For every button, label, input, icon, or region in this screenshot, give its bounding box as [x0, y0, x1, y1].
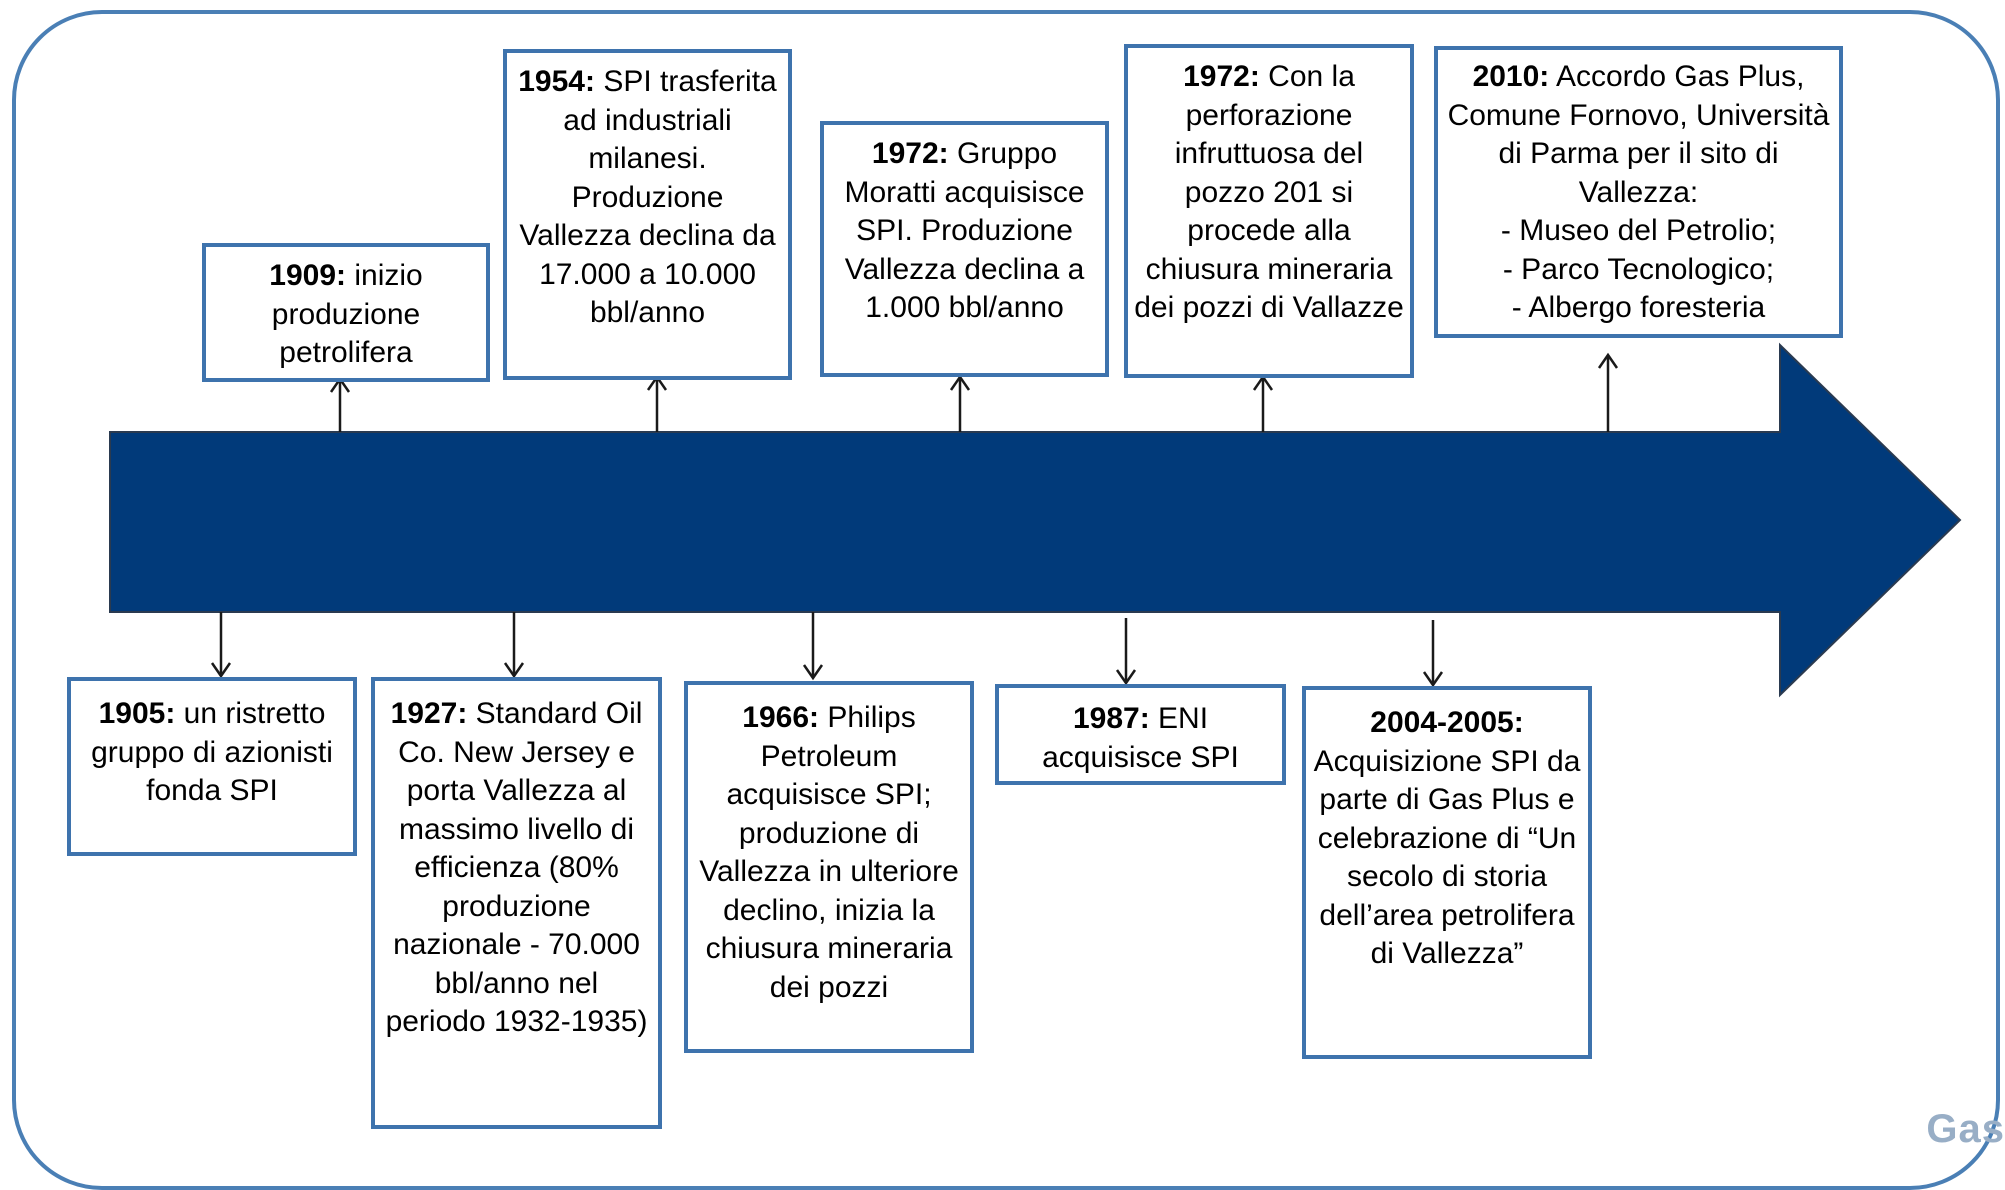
connector-1954 [646, 374, 668, 432]
event-text: Acquisizione SPI da parte di Gas Plus e … [1313, 744, 1581, 971]
event-text: Philips Petroleum acquisisce SPI; produz… [699, 701, 959, 1004]
event-box-1927: 1927: Standard Oil Co. New Jersey e port… [371, 677, 662, 1129]
connector-2010 [1597, 352, 1619, 432]
event-box-1905: 1905: un ristretto gruppo di azionisti f… [67, 677, 357, 856]
connector-1905 [210, 612, 232, 679]
event-year: 2010: [1472, 60, 1550, 93]
list-item: - Museo del Petrolio; [1500, 214, 1777, 247]
event-text: un ristretto gruppo di azionisti fonda S… [91, 697, 333, 807]
event-year: 1987: [1072, 702, 1150, 735]
timeline-arrow-shape [109, 342, 1962, 698]
event-year: 1972: [1183, 60, 1260, 93]
connector-2004 [1422, 620, 1444, 688]
event-text: inizio produzione petrolifera [271, 259, 423, 369]
gas-plus-logo: Gas [1926, 1107, 2005, 1151]
connectors [210, 352, 1619, 688]
timeline-arrow [109, 342, 1962, 698]
event-year: 1905: [98, 697, 176, 730]
event-text: Accordo Gas Plus, Comune Fornovo, Univer… [1447, 60, 1830, 209]
connector-1972b [1252, 374, 1274, 432]
event-text: ENI acquisisce SPI [1042, 702, 1239, 774]
event-text: SPI trasferita ad industriali milanesi. … [519, 65, 777, 329]
event-year: 1927: [390, 697, 468, 730]
event-box-1987: 1987: ENI acquisisce SPI [995, 684, 1286, 785]
event-box-2010: 2010: Accordo Gas Plus, Comune Fornovo, … [1434, 46, 1843, 338]
event-text: Con la perforazione infruttuosa del pozz… [1134, 60, 1404, 324]
event-text: Gruppo Moratti acquisisce SPI. Produzion… [844, 137, 1085, 324]
event-box-1972-moratti: 1972: Gruppo Moratti acquisisce SPI. Pro… [820, 121, 1109, 377]
connector-1966 [802, 612, 824, 681]
event-box-1954: 1954: SPI trasferita ad industriali mila… [503, 49, 792, 380]
event-year: 1972: [871, 137, 949, 170]
list-item: - Albergo foresteria [1511, 291, 1766, 324]
event-year: 1966: [742, 701, 819, 734]
connector-1972a [949, 374, 971, 432]
event-box-1966: 1966: Philips Petroleum acquisisce SPI; … [684, 681, 974, 1053]
connector-1909 [329, 376, 351, 432]
event-year: 1954: [518, 65, 595, 98]
event-box-1909: 1909: inizio produzione petrolifera [202, 243, 490, 382]
event-box-1972-pozzo: 1972: Con la perforazione infruttuosa de… [1124, 44, 1414, 378]
event-year: 1909: [269, 259, 346, 292]
event-year: 2004-2005: [1370, 706, 1524, 739]
list-item: - Parco Tecnologico; [1502, 252, 1775, 286]
connector-1987 [1115, 618, 1137, 686]
event-text: Standard Oil Co. New Jersey e porta Vall… [385, 697, 648, 1038]
connector-1927 [503, 612, 525, 679]
event-box-2004-2005: 2004-2005: Acquisizione SPI da parte di … [1302, 686, 1592, 1059]
